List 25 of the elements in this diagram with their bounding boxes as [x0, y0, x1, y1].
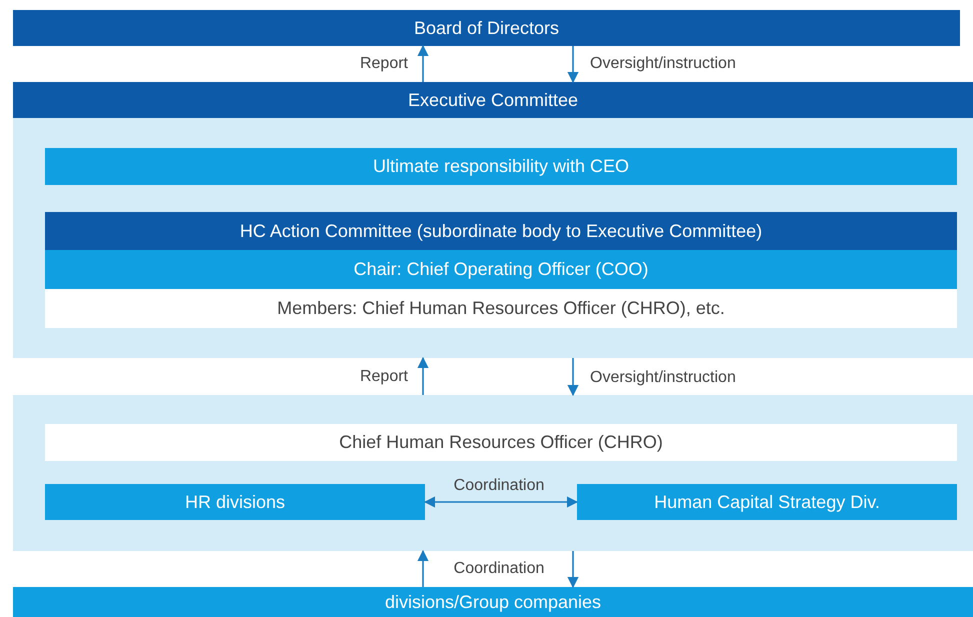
edge-label: Oversight/instruction	[590, 54, 736, 74]
label-bar: HR divisions	[45, 484, 425, 520]
edge-label: Coordination	[454, 559, 544, 579]
label-bar: Board of Directors	[13, 10, 960, 46]
group-panel	[13, 395, 973, 551]
label-bar: Human Capital Strategy Div.	[577, 484, 957, 520]
arrow	[424, 496, 578, 508]
label-bar: Ultimate responsibility with CEO	[45, 148, 957, 185]
group-panel	[13, 118, 973, 358]
edge-label: Report	[360, 54, 408, 74]
label-bar: Members: Chief Human Resources Officer (CHRO), etc.	[45, 289, 957, 328]
label-bar: Chair: Chief Operating Officer (COO)	[45, 250, 957, 289]
label-bar: divisions/Group companies	[13, 587, 973, 617]
edge-label: Report	[360, 367, 408, 387]
arrow	[567, 46, 579, 84]
arrow	[417, 356, 429, 395]
arrow	[417, 550, 429, 587]
label-bar: Chief Human Resources Officer (CHRO)	[45, 424, 957, 461]
edge-label: Coordination	[454, 476, 544, 496]
arrow	[567, 358, 579, 396]
arrow	[417, 44, 429, 82]
edge-label: Oversight/instruction	[590, 368, 736, 388]
label-bar: Executive Committee	[13, 82, 973, 118]
label-bar: HC Action Committee (subordinate body to Executive Committee)	[45, 212, 957, 250]
arrow	[567, 551, 579, 588]
